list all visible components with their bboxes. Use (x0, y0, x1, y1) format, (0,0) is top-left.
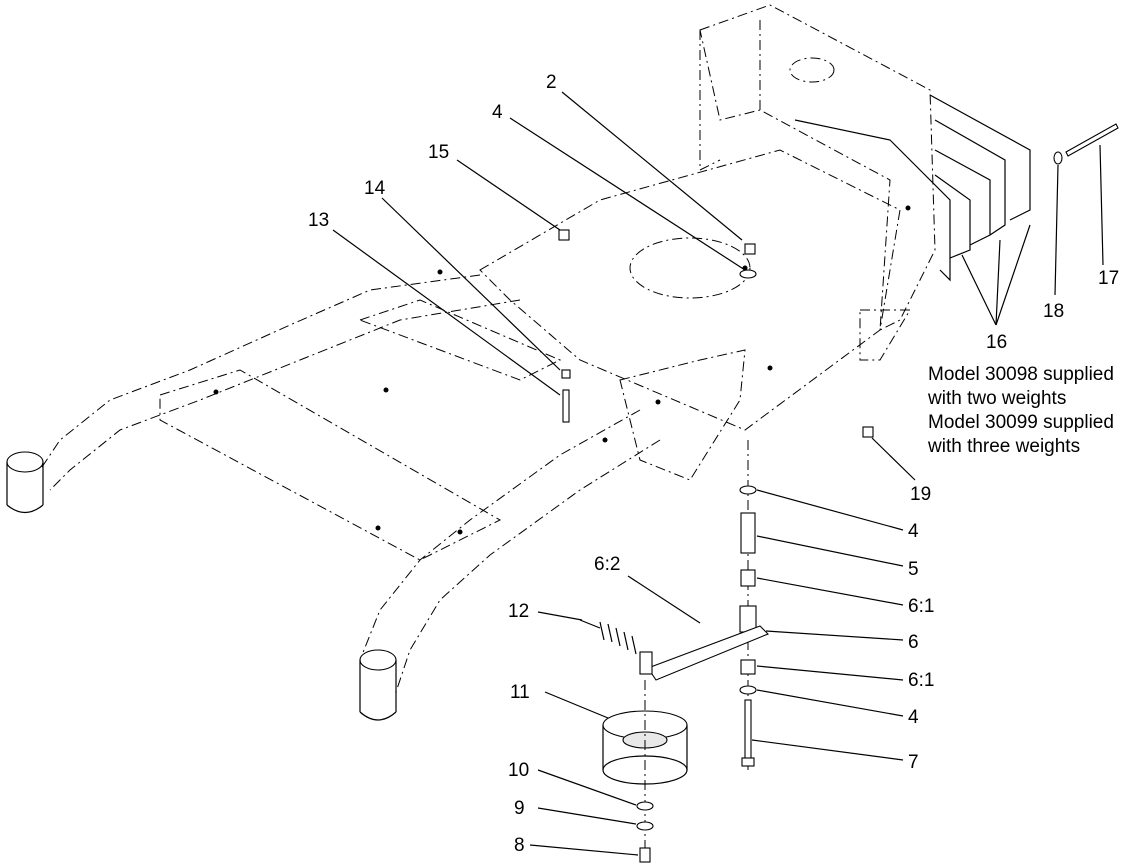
callout-7: 7 (908, 752, 919, 773)
callout-6-2: 6:2 (594, 554, 620, 575)
callout-4: 4 (492, 102, 503, 123)
callout-16: 16 (986, 332, 1007, 353)
callout-4-washer-upper: 4 (908, 521, 919, 542)
callout-9: 9 (514, 798, 525, 819)
weights-note: Model 30098 supplied with two weights Mo… (927, 364, 1114, 457)
callout-2: 2 (546, 72, 557, 93)
callout-12: 12 (508, 601, 529, 622)
callout-18: 18 (1043, 301, 1064, 322)
callout-6-1-lower: 6:1 (908, 670, 934, 691)
weight-stack (794, 94, 1031, 282)
leader-lines (332, 91, 1104, 856)
callout-6: 6 (908, 632, 919, 653)
callout-14: 14 (364, 178, 386, 199)
callout-labels: 2 4 15 14 13 17 18 16 19 4 5 6:2 6:1 12 … (308, 72, 1119, 856)
idler-arm-assembly (558, 123, 1119, 863)
callout-5: 5 (908, 559, 919, 580)
callout-4-washer-lower: 4 (908, 707, 919, 728)
note-line-3: Model 30099 supplied (928, 412, 1114, 433)
note-line-4: with three weights (927, 436, 1080, 457)
callout-19: 19 (910, 484, 931, 505)
callout-10: 10 (508, 760, 529, 781)
note-line-2: with two weights (927, 388, 1066, 409)
callout-15: 15 (428, 142, 449, 163)
callout-17: 17 (1098, 268, 1119, 289)
callout-8: 8 (514, 835, 525, 856)
frame-assembly (6, 4, 1031, 721)
note-line-1: Model 30098 supplied (928, 364, 1114, 385)
callout-11: 11 (510, 682, 530, 703)
callout-6-1-upper: 6:1 (908, 596, 934, 617)
callout-13: 13 (308, 210, 329, 231)
